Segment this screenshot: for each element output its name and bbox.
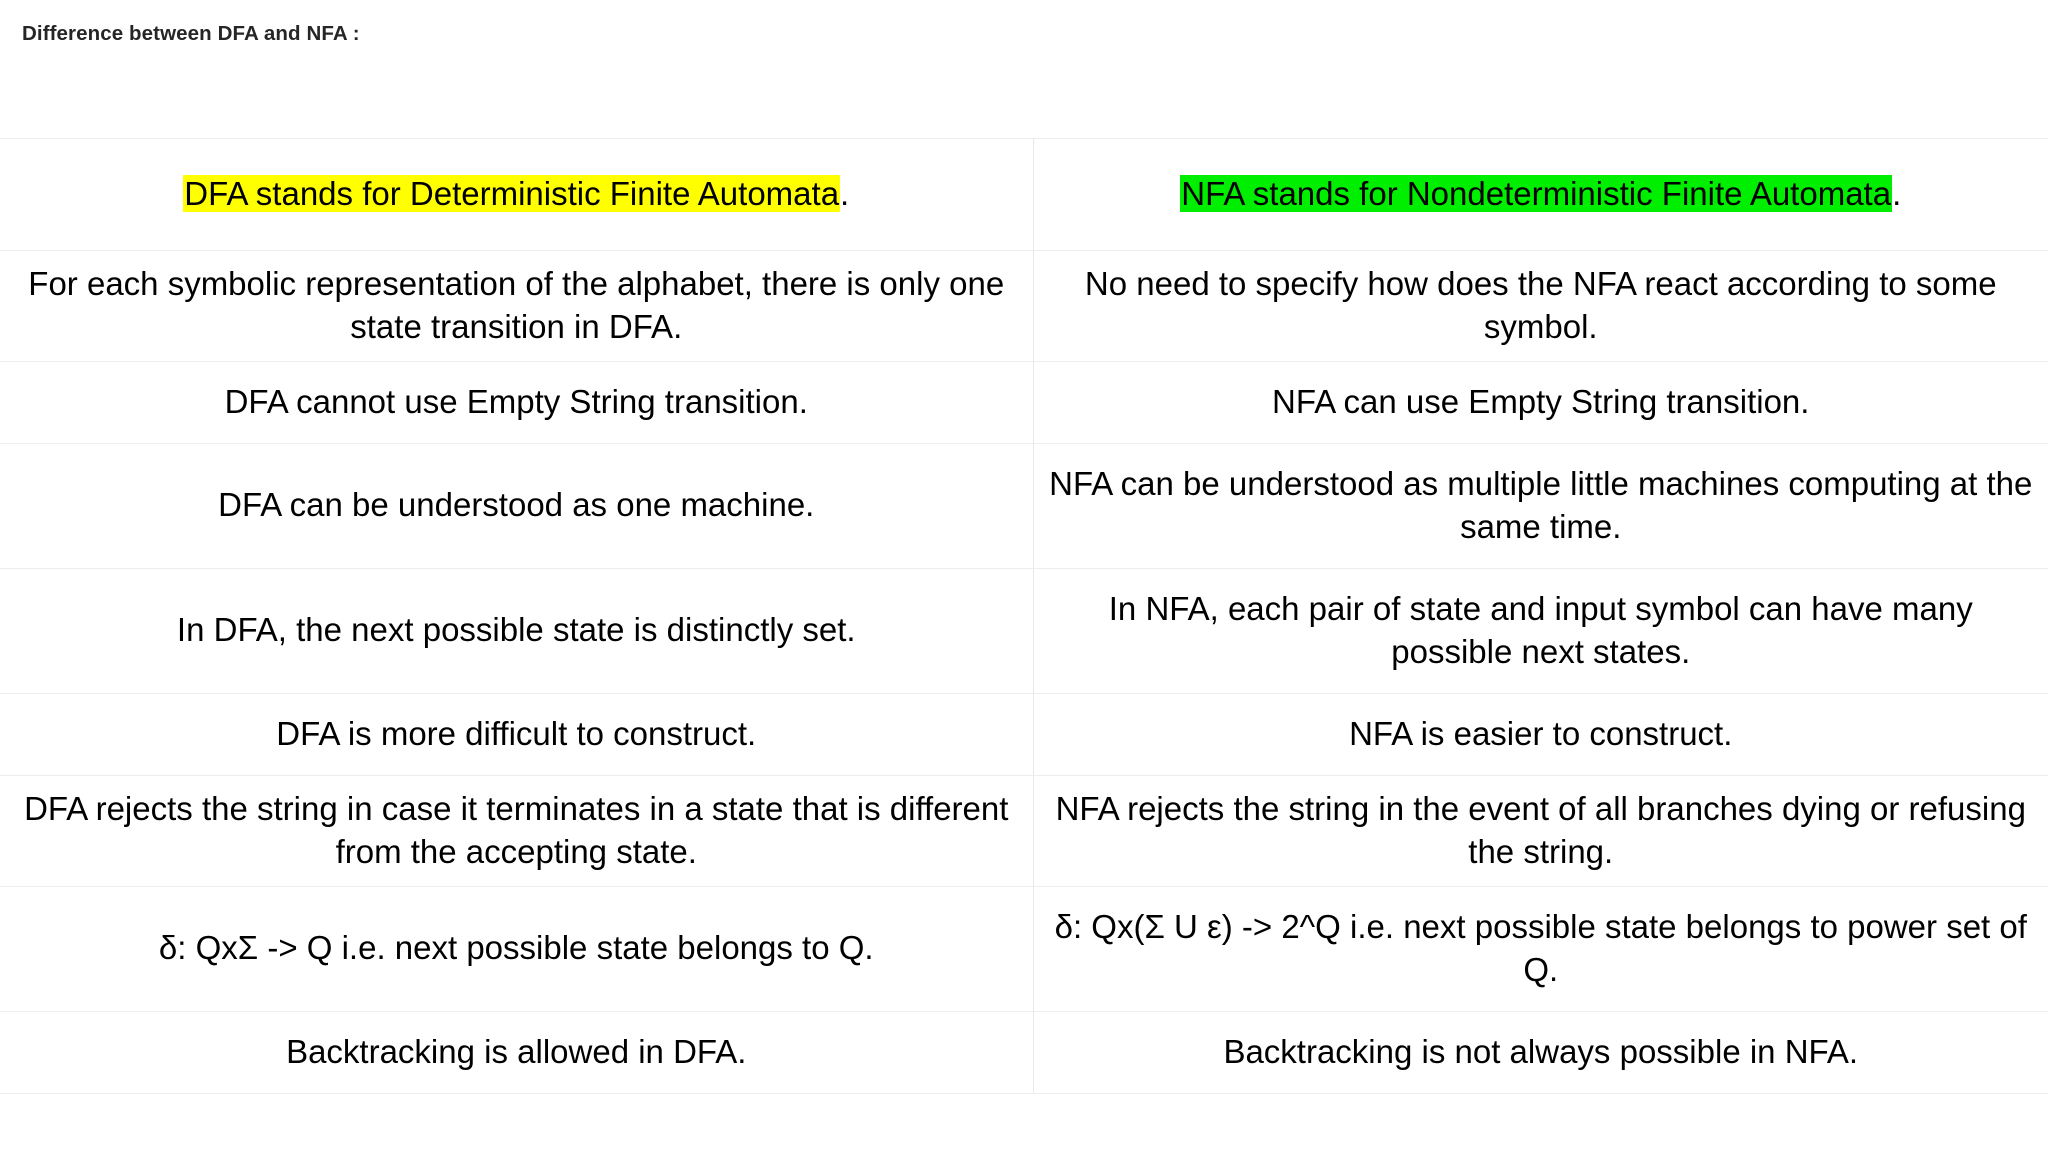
table-row: DFA can be understood as one machine. NF…	[0, 442, 2048, 569]
cell-nfa-machine-model: NFA can be understood as multiple little…	[1032, 442, 2048, 569]
cell-nfa-transition-function: δ: Qx(Σ U ε) -> 2^Q i.e. next possible s…	[1032, 885, 2048, 1012]
cell-dfa-backtracking: Backtracking is allowed in DFA.	[0, 1010, 1034, 1094]
cell-nfa-empty-string: NFA can use Empty String transition.	[1032, 360, 2048, 444]
table-row: DFA rejects the string in case it termin…	[0, 774, 2048, 887]
nfa-highlight-text: NFA stands for Nondeterministic Finite A…	[1180, 175, 1893, 213]
cell-dfa-rejection: DFA rejects the string in case it termin…	[0, 774, 1034, 887]
cell-nfa-backtracking: Backtracking is not always possible in N…	[1032, 1010, 2048, 1094]
page-title: Difference between DFA and NFA :	[22, 22, 360, 45]
cell-dfa-next-state: In DFA, the next possible state is disti…	[0, 567, 1034, 694]
table-row: DFA cannot use Empty String transition. …	[0, 360, 2048, 444]
cell-dfa-machine-model: DFA can be understood as one machine.	[0, 442, 1034, 569]
cell-dfa-construction-difficulty: DFA is more difficult to construct.	[0, 692, 1034, 776]
cell-dfa-definition: DFA stands for Deterministic Finite Auto…	[0, 138, 1034, 251]
table-row: For each symbolic representation of the …	[0, 250, 2048, 362]
cell-nfa-construction-difficulty: NFA is easier to construct.	[1032, 692, 2048, 776]
table-row: Backtracking is allowed in DFA. Backtrac…	[0, 1010, 2048, 1094]
cell-dfa-transition-count: For each symbolic representation of the …	[0, 250, 1034, 362]
cell-nfa-next-state: In NFA, each pair of state and input sym…	[1032, 567, 2048, 694]
cell-dfa-empty-string: DFA cannot use Empty String transition.	[0, 360, 1034, 444]
table-row: DFA stands for Deterministic Finite Auto…	[0, 138, 2048, 251]
cell-dfa-transition-function: δ: QxΣ -> Q i.e. next possible state bel…	[0, 885, 1034, 1012]
dfa-nfa-comparison-table: DFA stands for Deterministic Finite Auto…	[0, 138, 2048, 1094]
cell-nfa-definition: NFA stands for Nondeterministic Finite A…	[1032, 138, 2048, 251]
table-row: In DFA, the next possible state is disti…	[0, 567, 2048, 694]
nfa-definition-period: .	[1892, 175, 1902, 213]
cell-nfa-rejection: NFA rejects the string in the event of a…	[1032, 774, 2048, 887]
cell-nfa-transition-count: No need to specify how does the NFA reac…	[1032, 250, 2048, 362]
table-row: DFA is more difficult to construct. NFA …	[0, 692, 2048, 776]
dfa-highlight-text: DFA stands for Deterministic Finite Auto…	[183, 175, 841, 213]
table-row: δ: QxΣ -> Q i.e. next possible state bel…	[0, 885, 2048, 1012]
dfa-definition-period: .	[840, 175, 850, 213]
